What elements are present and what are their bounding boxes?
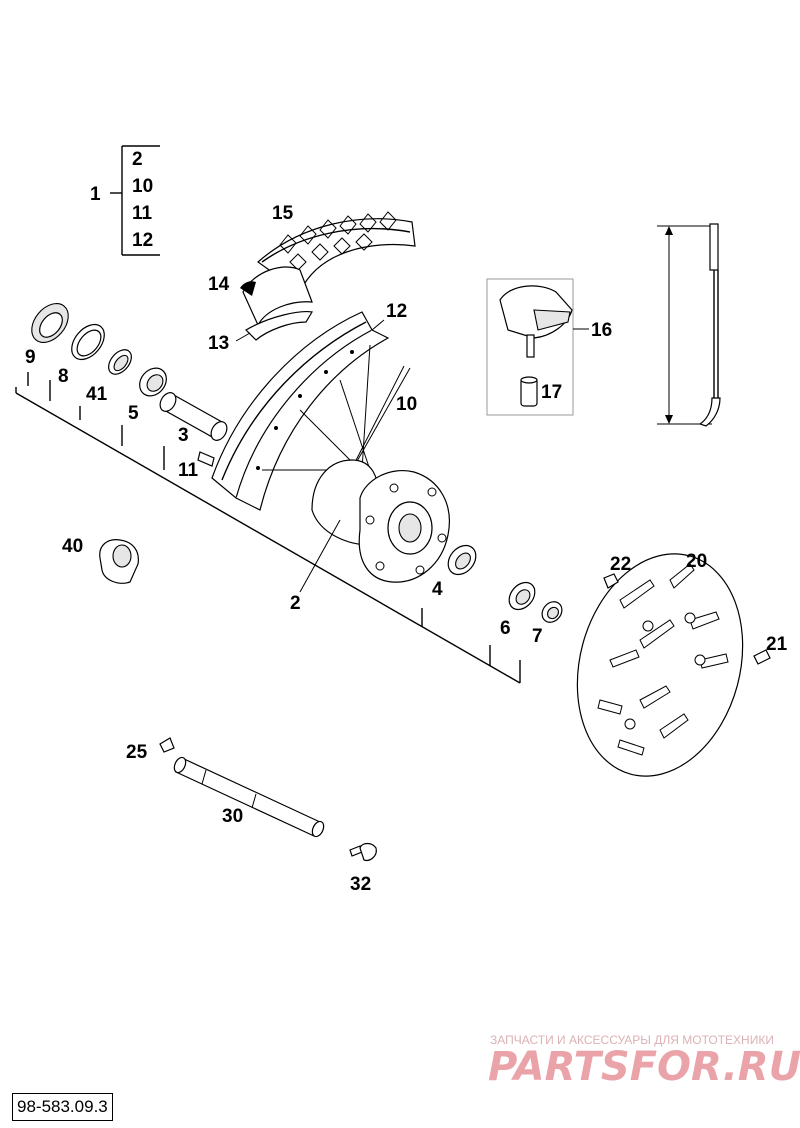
label-9: 9 bbox=[25, 347, 36, 368]
label-4: 4 bbox=[432, 579, 443, 600]
spacer-sleeve-part-3 bbox=[159, 392, 228, 441]
label-8: 8 bbox=[58, 366, 69, 387]
label-32: 32 bbox=[350, 874, 371, 895]
label-10: 10 bbox=[396, 394, 417, 415]
assembly-child-11: 11 bbox=[132, 203, 153, 224]
label-40: 40 bbox=[62, 536, 83, 557]
watermark-logo: ЗАПЧАСТИ И АКСЕССУАРЫ ДЛЯ МОТОТЕХНИКИ PA… bbox=[488, 1033, 800, 1090]
valve-box bbox=[486, 278, 574, 416]
watermark-brand: PARTSFOR.RU bbox=[488, 1044, 800, 1090]
label-30: 30 bbox=[222, 806, 243, 827]
label-14: 14 bbox=[208, 274, 230, 295]
label-25: 25 bbox=[126, 742, 148, 763]
assembly-number: 1 bbox=[90, 184, 101, 205]
label-17: 17 bbox=[541, 382, 562, 403]
assembly-bracket: 1 2 10 11 12 bbox=[90, 145, 160, 256]
label-5: 5 bbox=[128, 403, 139, 424]
seal-part-6 bbox=[508, 581, 536, 611]
hub-part bbox=[311, 459, 450, 583]
bearing-part-5 bbox=[139, 367, 167, 397]
axle-part bbox=[173, 756, 325, 838]
nut-part-25 bbox=[159, 737, 175, 753]
ring-part-8 bbox=[71, 323, 105, 361]
spacer-part-40 bbox=[99, 539, 139, 584]
label-15: 15 bbox=[272, 203, 294, 224]
label-21: 21 bbox=[766, 634, 788, 655]
spacer-part-7 bbox=[541, 601, 563, 623]
bolt-part-21 bbox=[753, 649, 771, 665]
label-2: 2 bbox=[290, 593, 301, 614]
label-11: 11 bbox=[178, 460, 199, 481]
circlip-part-41 bbox=[108, 349, 132, 375]
label-6: 6 bbox=[500, 618, 511, 639]
left-axis-line bbox=[15, 372, 521, 684]
label-41: 41 bbox=[86, 384, 108, 405]
assembly-child-12: 12 bbox=[132, 230, 153, 251]
nipple-part-11 bbox=[197, 451, 215, 467]
label-3: 3 bbox=[178, 425, 189, 446]
bearing-part-4 bbox=[447, 544, 477, 576]
watermark-tagline: ЗАПЧАСТИ И АКСЕССУАРЫ ДЛЯ МОТОТЕХНИКИ bbox=[490, 1033, 774, 1047]
label-13: 13 bbox=[208, 333, 229, 354]
label-12: 12 bbox=[386, 301, 407, 322]
bolt-part-32 bbox=[349, 842, 377, 861]
seal-part-9 bbox=[31, 303, 69, 343]
spoke-length-indicator bbox=[657, 223, 721, 427]
assembly-child-2: 2 bbox=[132, 149, 143, 170]
tube-part bbox=[240, 266, 313, 341]
label-22: 22 bbox=[610, 554, 631, 575]
brake-disc-part bbox=[576, 553, 744, 777]
nut-part-22 bbox=[603, 573, 619, 589]
label-7: 7 bbox=[532, 626, 543, 647]
label-20: 20 bbox=[686, 551, 707, 572]
assembly-child-10: 10 bbox=[132, 176, 153, 197]
label-16: 16 bbox=[591, 320, 612, 341]
document-code: 98-583.09.3 bbox=[12, 1093, 113, 1121]
